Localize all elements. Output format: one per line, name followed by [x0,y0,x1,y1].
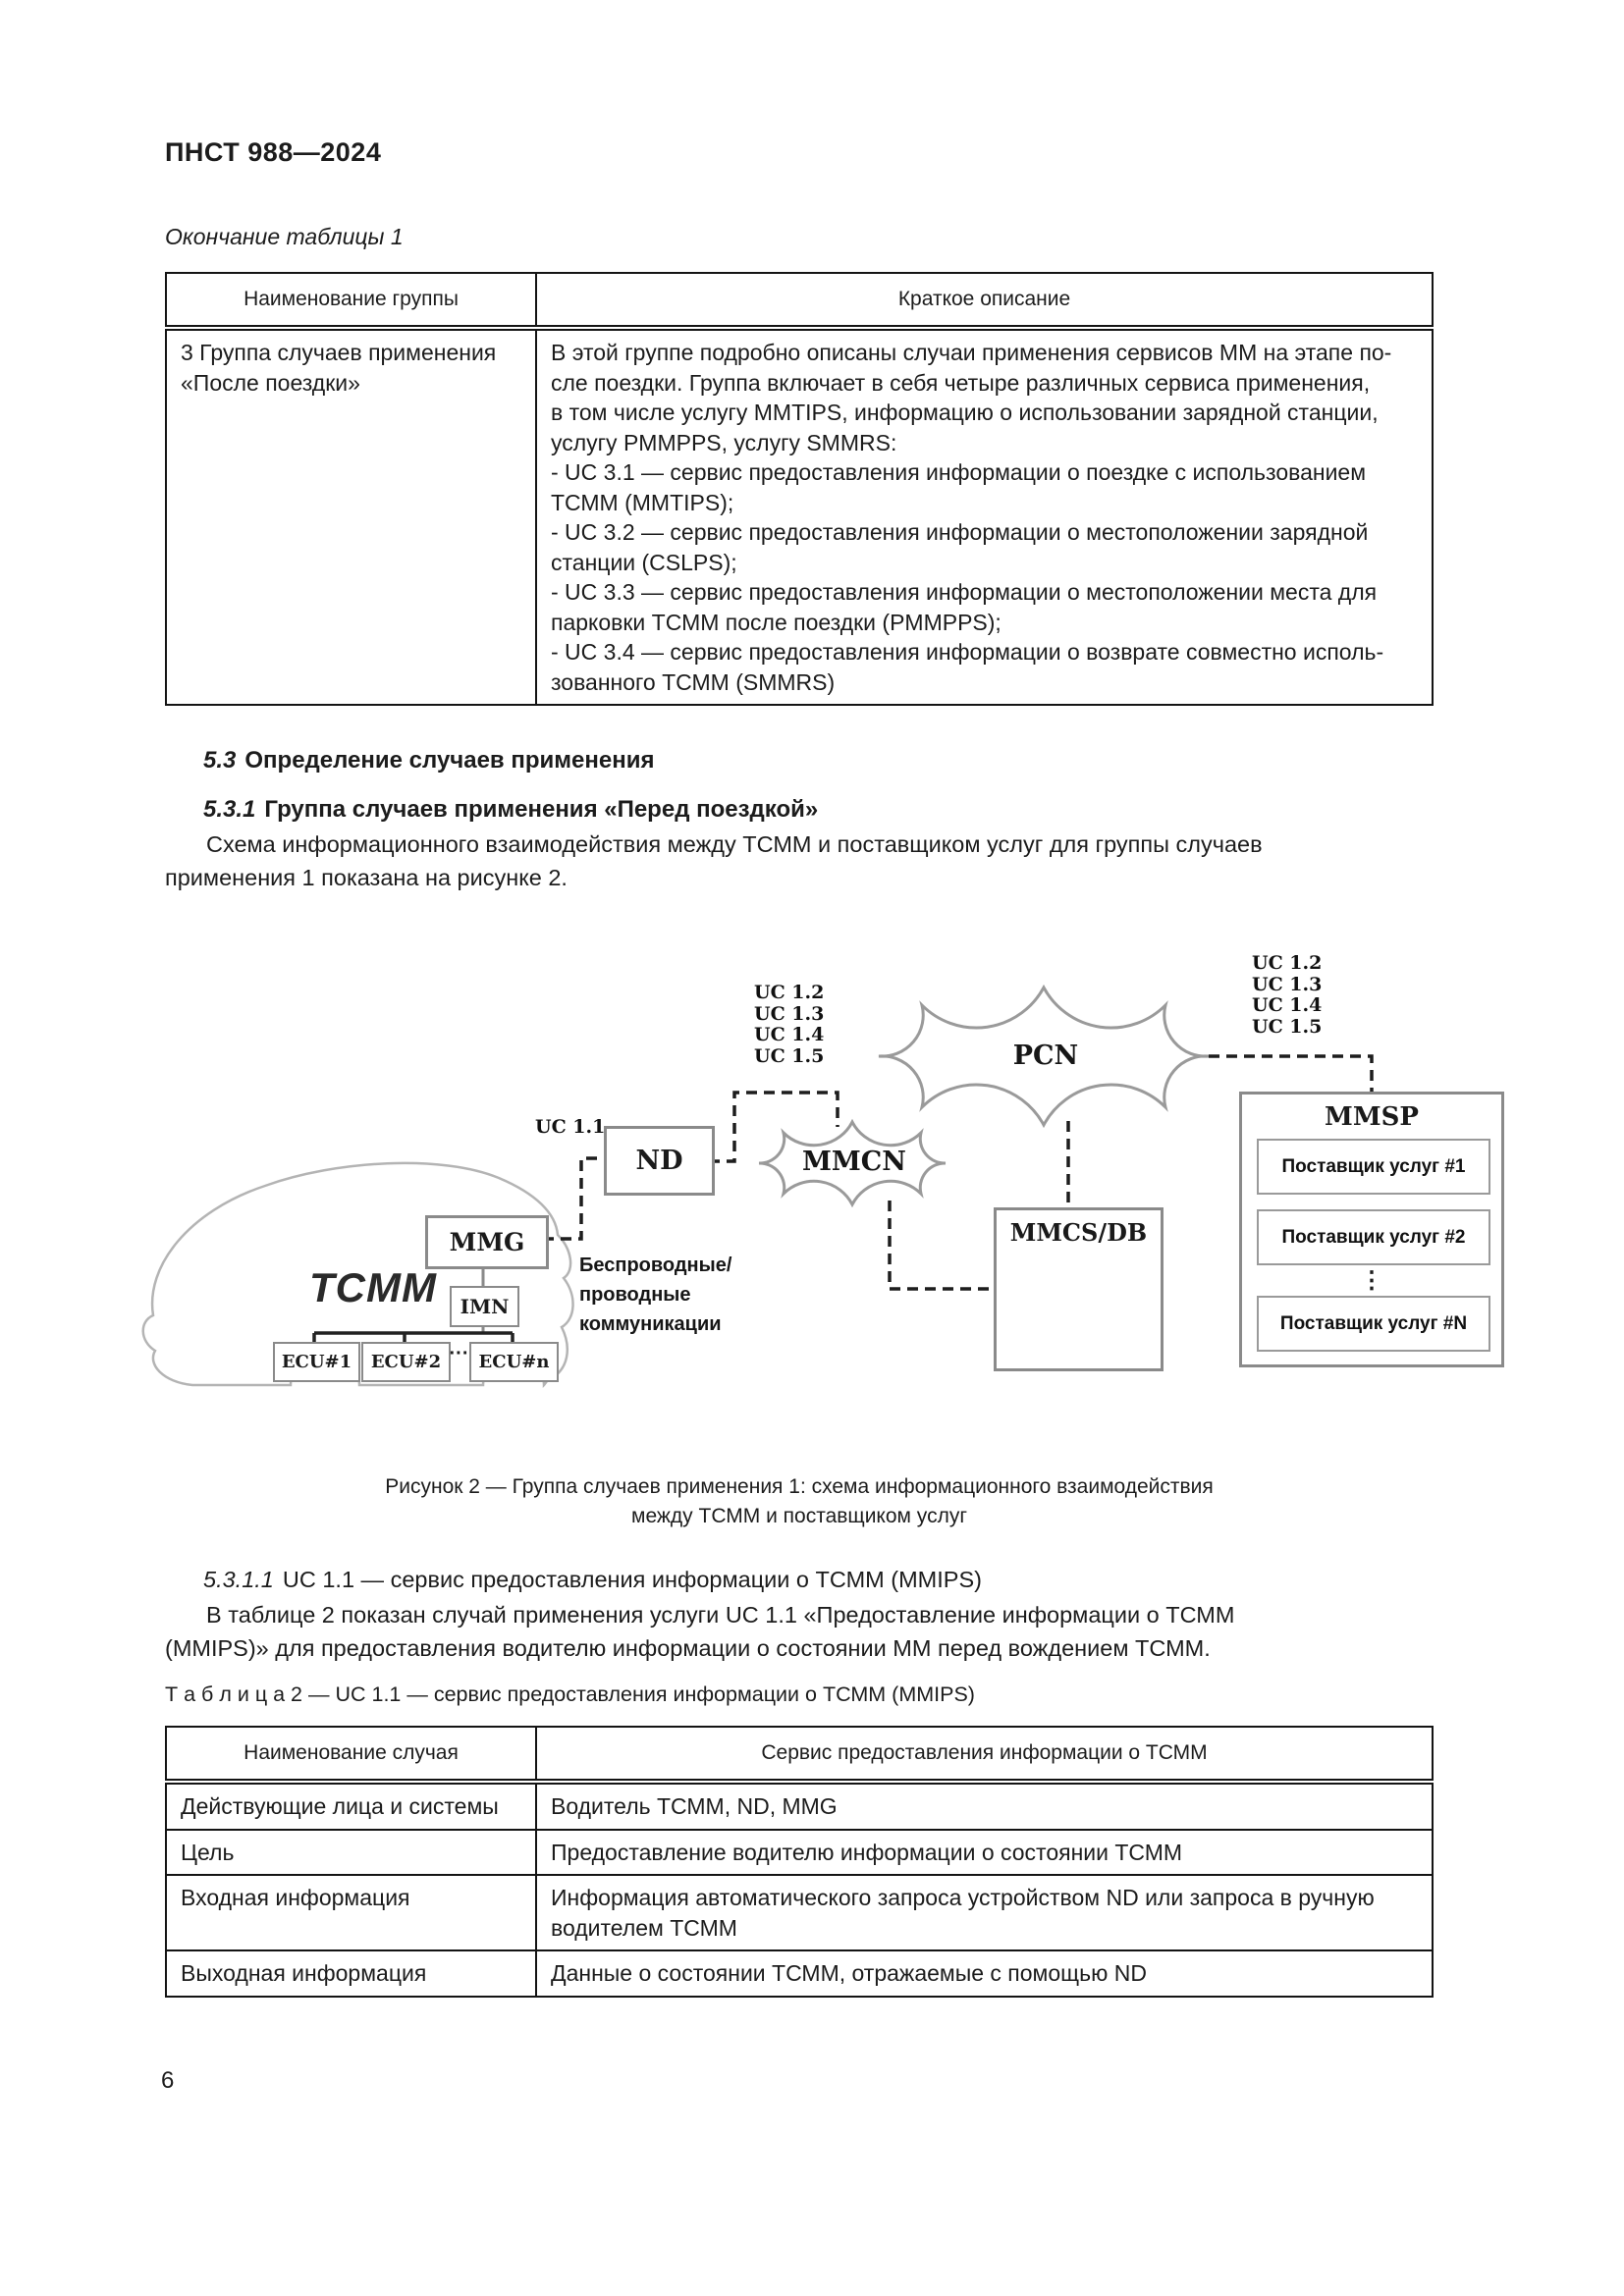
table2-row1-value: Водитель ТСММ, ND, MMG [535,1781,1434,1831]
table1-group-name: 3 Группа случаев применения «После поезд… [165,327,537,706]
table-label-rest: — UC 1.1 — сервис предоставления информа… [308,1682,975,1706]
heading-number: 5.3 [203,747,237,774]
table2-row4-name: Выходная информация [165,1949,537,1998]
nd-box: ND [604,1126,715,1196]
page-number: 6 [161,2067,175,2094]
provider-2-box: Поставщик услуг #2 [1257,1209,1490,1265]
heading-5-3-1-1: 5.3.1.1 UC 1.1 — сервис предоставления ин… [203,1567,982,1593]
providers-ellipsis: ⋮ [1360,1267,1383,1294]
heading-5-3: 5.3 Определение случаев применения [203,747,654,774]
provider-1-box: Поставщик услуг #1 [1257,1139,1490,1195]
communications-label: Беспроводные/ проводные коммуникации [579,1255,732,1335]
mmcs-db-box: MMCS/DB [994,1207,1164,1371]
table2-row3-name: Входная информация [165,1874,537,1951]
heading-title: UC 1.1 — сервис предоставления информаци… [282,1567,982,1592]
table2-row1-name: Действующие лица и системы [165,1781,537,1831]
link-mmg-nd [543,1156,604,1241]
table2-col1-header: Наименование случая [165,1726,537,1785]
provider-n-box: Поставщик услуг #N [1257,1296,1490,1352]
uc-stack-mid-label: UC 1.2 UC 1.3 UC 1.4 UC 1.5 [754,982,825,1067]
table-2-label: Т а б л и ц а 2 — UC 1.1 — сервис предос… [165,1682,975,1707]
figure-2-diagram: UC 1.2 UC 1.3 UC 1.4 UC 1.5 UC 1.2 UC 1.… [0,923,1624,1472]
table1-group-description: В этой группе подробно описаны случаи пр… [535,327,1434,706]
pcn-cloud-label: PCN [1012,1041,1079,1071]
doc-code: ПНСТ 988—2024 [165,137,382,167]
table-row: Выходная информация Данные о состоянии Т… [165,1949,1434,1998]
table-2: Наименование случая Сервис предоставлени… [165,1726,1434,1998]
table-row: Наименование группы Краткое описание [165,272,1434,331]
heading-title: Группа случаев применения «Перед поездко… [264,796,819,823]
paragraph-table2-intro: В таблице 2 показан случай применения ус… [165,1602,1235,1661]
table-1: Наименование группы Краткое описание 3 Г… [165,272,1434,706]
table-row: Наименование случая Сервис предоставлени… [165,1726,1434,1785]
link-nd-mmcn [709,1091,839,1163]
link-mmcn-mmcs [888,1201,994,1291]
table1-continuation-note: Окончание таблицы 1 [165,224,404,249]
table1-col1-header: Наименование группы [165,272,537,331]
pcn-cloud-shape [878,984,1210,1129]
table2-row3-value: Информация автоматического запроса устро… [535,1874,1434,1951]
dashed-links [543,1054,1374,1291]
table-label-word: Т а б л и ц а 2 [165,1682,303,1706]
uc-1-1-label: UC 1.1 [535,1116,606,1138]
table-row: Действующие лица и системы Водитель ТСММ… [165,1781,1434,1831]
paragraph-schema: Схема информационного взаимодействия меж… [165,831,1263,890]
ecu1-box: ECU#1 [273,1342,360,1382]
heading-number: 5.3.1.1 [203,1567,274,1592]
table2-row2-value: Предоставление водителю информации о сос… [535,1828,1434,1876]
table-row: Цель Предоставление водителю информации … [165,1828,1434,1876]
link-pcn-mmsp [1209,1054,1374,1092]
heading-title: Определение случаев применения [244,747,655,774]
heading-5-3-1: 5.3.1 Группа случаев применения «Перед по… [203,796,818,824]
figure-2-caption: Рисунок 2 — Группа случаев применения 1:… [385,1475,1214,1527]
ecu-ellipsis: ··· [449,1343,469,1364]
ecun-box: ECU#n [469,1342,559,1382]
table2-row4-value: Данные о состоянии ТСММ, отражаемые с по… [535,1949,1434,1998]
uc-stack-right-label: UC 1.2 UC 1.3 UC 1.4 UC 1.5 [1252,952,1323,1038]
table2-col2-header: Сервис предоставления информации о ТСММ [535,1726,1434,1785]
table1-col2-header: Краткое описание [535,272,1434,331]
tcmm-label: ТСММ [309,1264,437,1310]
imn-box: IMN [450,1286,519,1327]
table2-row2-name: Цель [165,1828,537,1876]
table-row: Входная информация Информация автоматиче… [165,1874,1434,1951]
ecu2-box: ECU#2 [361,1342,451,1382]
mmcn-cloud-label: MMCN [802,1147,906,1177]
mmg-box: MMG [425,1215,549,1269]
table-row: 3 Группа случаев применения «После поезд… [165,327,1434,706]
mmcn-cloud-shape [758,1118,947,1208]
heading-number: 5.3.1 [203,796,256,823]
